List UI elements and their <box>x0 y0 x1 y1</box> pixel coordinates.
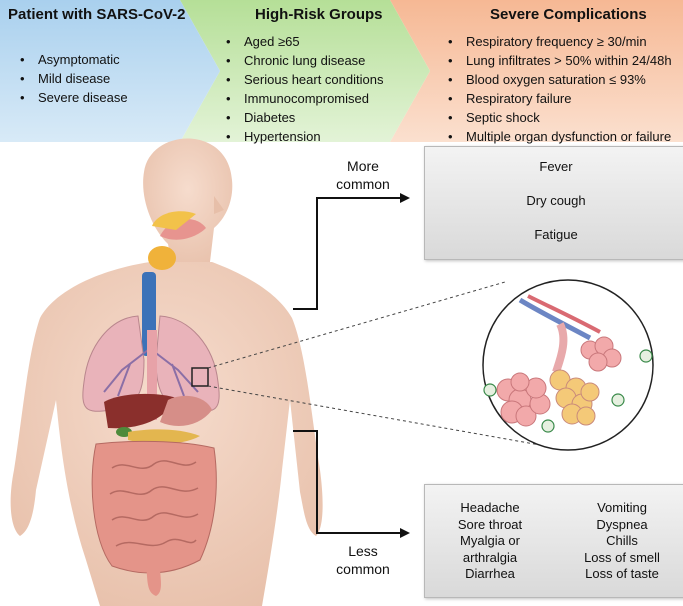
liver-illustration <box>104 393 176 429</box>
list-item: Hypertension <box>222 127 383 146</box>
list-item: Chronic lung disease <box>222 51 383 70</box>
magnify-box <box>191 367 209 387</box>
symptom-item: Diarrhea <box>465 566 515 581</box>
patient-column-title: Patient with SARS-CoV-2 <box>8 6 186 23</box>
list-item: Severe disease <box>16 88 128 107</box>
more-common-arrow <box>293 193 410 310</box>
symptom-item: Vomiting <box>597 500 647 515</box>
more-common-label-line1: More <box>347 158 379 174</box>
alveoli-zoom-illustration <box>482 279 654 451</box>
less-common-left-column: Headache Sore throat Myalgia or arthralg… <box>424 500 556 583</box>
symptom-item: arthralgia <box>462 549 518 565</box>
symptom-item: Headache <box>460 500 520 515</box>
symptom-fatigue: Fatigue <box>534 227 578 242</box>
symptom-item: Dyspnea <box>596 516 648 532</box>
intestines-illustration <box>91 440 217 574</box>
less-common-label: Less common <box>333 542 393 578</box>
list-item: Lung infiltrates > 50% within 24/48h <box>444 51 672 70</box>
symptom-item: Loss of taste <box>585 566 659 581</box>
list-item: Blood oxygen saturation ≤ 93% <box>444 70 672 89</box>
complications-column-title: Severe Complications <box>490 6 647 23</box>
patient-list: Asymptomatic Mild disease Severe disease <box>16 50 128 107</box>
less-common-right-column: Vomiting Dyspnea Chills Loss of smell Lo… <box>556 500 683 583</box>
symptom-fever: Fever <box>539 159 573 174</box>
high-risk-list: Aged ≥65 Chronic lung disease Serious he… <box>222 32 383 146</box>
list-item: Serious heart conditions <box>222 70 383 89</box>
less-common-label-line2: common <box>336 561 390 577</box>
symptom-item: Myalgia or <box>460 533 520 548</box>
list-item: Immunocompromised <box>222 89 383 108</box>
list-item: Aged ≥65 <box>222 32 383 51</box>
list-item: Multiple organ dysfunction or failure <box>444 127 672 146</box>
list-item: Mild disease <box>16 69 128 88</box>
list-item: Respiratory failure <box>444 89 672 108</box>
list-item: Asymptomatic <box>16 50 128 69</box>
zoom-line-bottom <box>207 385 541 446</box>
less-common-arrow <box>293 430 410 538</box>
complications-list: Respiratory frequency ≥ 30/min Lung infi… <box>444 32 672 146</box>
more-common-symptoms-box <box>424 146 683 260</box>
less-common-symptoms-box <box>424 484 683 598</box>
left-lung-illustration <box>82 315 145 412</box>
list-item: Septic shock <box>444 108 672 127</box>
list-item: Respiratory frequency ≥ 30/min <box>444 32 672 51</box>
more-common-label: More common <box>333 157 393 193</box>
symptom-item: Chills <box>606 533 638 548</box>
list-item: Diabetes <box>222 108 383 127</box>
more-common-label-line2: common <box>336 176 390 192</box>
high-risk-column-title: High-Risk Groups <box>255 6 383 23</box>
less-common-label-line1: Less <box>348 543 378 559</box>
symptom-item: Sore throat <box>457 516 523 532</box>
human-body-illustration <box>10 138 323 606</box>
thyroid-illustration <box>148 246 176 270</box>
symptom-item: Loss of smell <box>584 549 660 565</box>
symptom-dry-cough: Dry cough <box>526 193 586 208</box>
